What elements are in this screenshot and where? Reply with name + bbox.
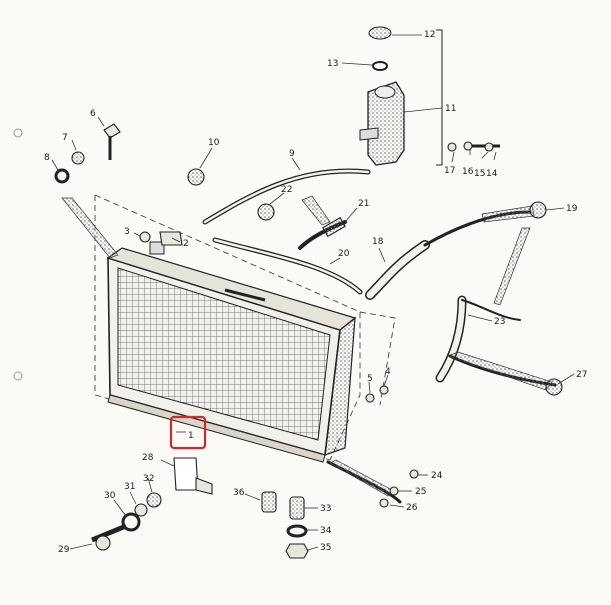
callout-10: 10 [208, 138, 220, 148]
callout-15: 15 [474, 169, 485, 179]
overflow-bottle [359, 26, 405, 166]
callout-23: 23 [494, 317, 505, 327]
callout-18: 18 [372, 237, 384, 247]
callout-20: 20 [338, 249, 350, 259]
callout-26: 26 [406, 503, 418, 513]
leader-ribbons [61, 195, 553, 497]
callout-22b: 22 [281, 185, 292, 195]
callout-labels: 1 2 3 4 5 6 7 8 9 10 11 12 13 14 15 16 1… [44, 30, 587, 555]
callout-32: 32 [143, 474, 154, 484]
callout-17: 17 [444, 166, 455, 176]
callout-2: 2 [183, 239, 189, 249]
callout-13: 13 [327, 59, 338, 69]
callout-35: 35 [320, 543, 331, 553]
callout-27: 27 [576, 370, 587, 380]
callout-5: 5 [367, 374, 373, 384]
callout-30: 30 [104, 491, 116, 501]
radiator [106, 241, 357, 463]
callout-3: 3 [124, 227, 130, 237]
callout-34: 34 [320, 526, 332, 536]
scan-marks [13, 128, 23, 381]
hardware-parts [54, 123, 563, 559]
callout-11: 11 [445, 104, 456, 114]
callout-24: 24 [431, 471, 443, 481]
callout-12: 12 [424, 30, 435, 40]
callout-21: 21 [358, 199, 369, 209]
callout-highlight-box [169, 415, 207, 450]
callout-19: 19 [566, 204, 578, 214]
callout-8: 8 [44, 153, 50, 163]
callout-4: 4 [385, 367, 391, 377]
group-bracket [436, 29, 443, 166]
callout-9: 9 [289, 149, 295, 159]
callout-16: 16 [462, 167, 474, 177]
callout-29: 29 [58, 545, 70, 555]
callout-31: 31 [124, 482, 135, 492]
callout-33: 33 [320, 504, 331, 514]
callout-7: 7 [62, 133, 68, 143]
callout-36: 36 [233, 488, 245, 498]
callout-1: 1 [188, 431, 194, 441]
callout-25: 25 [415, 487, 426, 497]
callout-28: 28 [142, 453, 154, 463]
callout-14: 14 [486, 169, 498, 179]
callout-6: 6 [90, 109, 96, 119]
callout-leaders [51, 34, 575, 551]
